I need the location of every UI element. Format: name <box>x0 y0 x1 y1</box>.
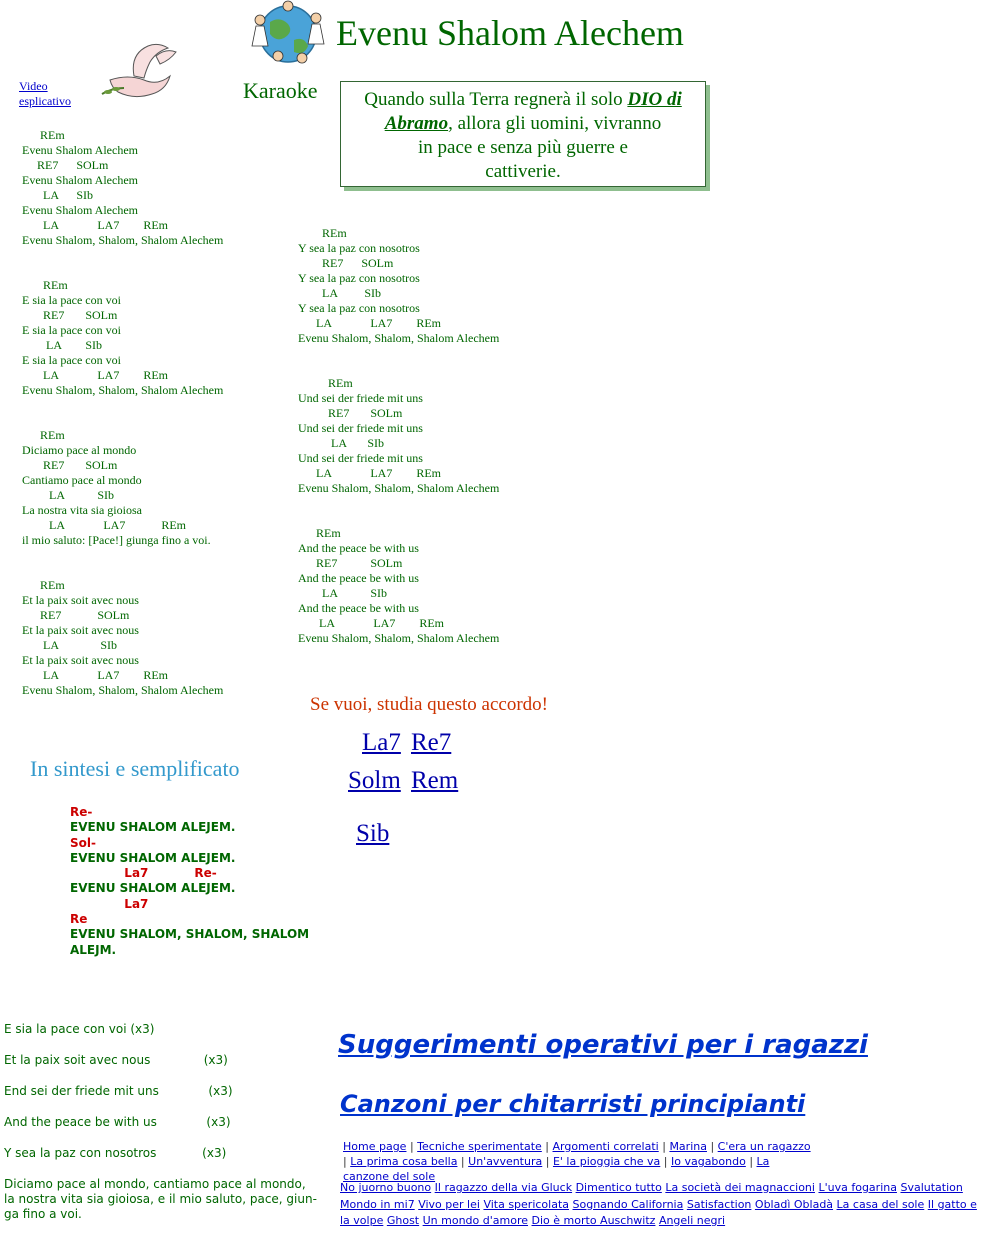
recap-paragraph: Diciamo pace al mondo, cantiamo pace al … <box>4 1177 317 1221</box>
chord-line: La7 <box>70 896 149 911</box>
chord-link-la7[interactable]: La7 <box>362 729 401 756</box>
sintesi-heading: In sintesi e semplificato <box>30 756 240 781</box>
chord-link-re7[interactable]: Re7 <box>411 729 452 756</box>
lyric-line: EVENU SHALOM ALEJEM. <box>70 881 236 896</box>
nav-link[interactable]: Il gatto e la volpe <box>340 1197 977 1228</box>
recap-line-5: Y sea la paz con nosotros (x3) <box>4 1146 227 1160</box>
recap-line-2: Et la paix soit avec nous (x3) <box>4 1053 228 1067</box>
lyric-line: EVENU SHALOM, SHALOM, SHALOM <box>70 927 310 942</box>
video-link-line2: esplicativo <box>19 94 71 108</box>
nav-separator: | <box>457 1155 469 1168</box>
globe-children-icon <box>251 0 325 64</box>
nav-link[interactable]: Mondo in mi7 <box>340 1197 415 1211</box>
nav-link[interactable]: Angeli negri <box>658 1214 726 1227</box>
recap-line-3: End sei der friede mit uns (x3) <box>4 1084 233 1098</box>
nav-separator: | <box>343 1155 351 1168</box>
nav-link[interactable]: Sognando California <box>572 1197 684 1211</box>
recap-line-1: E sia la pace con voi (x3) <box>4 1022 155 1036</box>
chord-line: La7 Re- <box>70 866 217 881</box>
nav-separator: | <box>406 1140 418 1153</box>
lyrics-block-6: REm Und sei der friede mit uns RE7 SOLm … <box>298 376 500 495</box>
nav-separator: | <box>706 1140 718 1153</box>
nav-link[interactable]: Home page <box>343 1140 407 1153</box>
nav-link[interactable]: La società dei magnaccioni <box>665 1181 815 1194</box>
dove-icon <box>101 43 177 98</box>
lyric-line: ALEJM. <box>70 942 117 957</box>
nav-link[interactable]: E' la pioggia che va <box>552 1155 661 1168</box>
lyrics-block-4: REm Et la paix soit avec nous RE7 SOLm E… <box>22 578 224 697</box>
quote-box: Quando sulla Terra regnerà il solo DIO d… <box>340 81 706 187</box>
nav-link[interactable]: C'era un ragazzo <box>717 1140 811 1153</box>
chord-link-solm[interactable]: Solm <box>348 767 401 794</box>
quote-text-3: in pace e senza più guerre e <box>418 137 628 158</box>
nav-link[interactable]: Dimentico tutto <box>575 1181 662 1194</box>
quote-text-1: Quando sulla Terra regnerà il solo <box>364 89 628 110</box>
nav-link[interactable]: Marina <box>669 1140 707 1153</box>
nav-link[interactable]: Svalutation <box>900 1181 963 1194</box>
nav-link[interactable]: Obladì Obladà <box>754 1197 834 1211</box>
lyrics-block-2: REm E sia la pace con voi RE7 SOLm E sia… <box>22 278 224 397</box>
studia-heading: Se vuoi, studia questo accordo! <box>310 694 548 715</box>
quote-text-4: cattiverie. <box>485 161 561 182</box>
video-link[interactable]: Video esplicativo <box>19 79 71 109</box>
nav-link[interactable]: Il ragazzo della via Gluck <box>434 1181 573 1194</box>
karaoke-label: Karaoke <box>243 78 318 103</box>
nav-separator: | <box>745 1155 757 1168</box>
nav-separator: | <box>660 1155 671 1168</box>
lyric-line: EVENU SHALOM ALEJEM. <box>70 820 236 835</box>
nav-link[interactable]: Vita spericolata <box>483 1197 570 1211</box>
simplified-lyrics: Re-EVENU SHALOM ALEJEM.Sol-EVENU SHALOM … <box>70 805 309 958</box>
chord-line: Re <box>70 912 88 927</box>
chord-line: Sol- <box>70 835 96 850</box>
nav-link[interactable]: Un'avventura <box>468 1155 543 1168</box>
lyrics-block-5: REm Y sea la paz con nosotros RE7 SOLm Y… <box>298 226 500 345</box>
suggerimenti-link[interactable]: Suggerimenti operativi per i ragazzi <box>338 1030 868 1060</box>
nav-link[interactable]: La casa del sole <box>836 1197 925 1211</box>
nav-separator: | <box>542 1155 553 1168</box>
chord-line: Re- <box>70 805 93 819</box>
recap-line-4: And the peace be with us (x3) <box>4 1115 231 1129</box>
quote-dio: DIO di <box>627 89 682 110</box>
page-title: Evenu Shalom Alechem <box>336 13 684 53</box>
quote-abramo: Abramo <box>384 113 449 134</box>
canzoni-link[interactable]: Canzoni per chitarristi principianti <box>340 1090 806 1118</box>
nav-links-1: Home page | Tecniche sperimentate | Argo… <box>343 1139 813 1184</box>
nav-links-2: No juorno buono Il ragazzo della via Glu… <box>340 1180 980 1230</box>
nav-link[interactable]: Argomenti correlati <box>552 1140 659 1153</box>
nav-link[interactable]: Io vagabondo <box>670 1155 746 1168</box>
nav-link[interactable]: L'uva fogarina <box>818 1181 897 1194</box>
chord-link-rem[interactable]: Rem <box>411 767 459 794</box>
nav-link[interactable]: Ghost <box>386 1214 420 1227</box>
nav-link[interactable]: Un mondo d'amore <box>422 1214 529 1227</box>
nav-separator: | <box>541 1140 553 1153</box>
lyrics-block-3: REm Diciamo pace al mondo RE7 SOLm Canti… <box>22 428 211 547</box>
quote-text-2: , allora gli uomini, vivranno <box>448 113 662 134</box>
nav-link[interactable]: No juorno buono <box>340 1181 432 1194</box>
nav-link[interactable]: La canzone del sole <box>343 1155 770 1183</box>
nav-separator: | <box>658 1140 670 1153</box>
nav-link[interactable]: Dio è morto Auschwitz <box>531 1214 656 1227</box>
lyrics-block-1: REm Evenu Shalom Alechem RE7 SOLm Evenu … <box>22 128 224 247</box>
chord-link-sib[interactable]: Sib <box>356 820 390 847</box>
nav-link[interactable]: Vivo per lei <box>418 1197 480 1211</box>
lyric-line: EVENU SHALOM ALEJEM. <box>70 850 236 865</box>
lyrics-block-7: REm And the peace be with us RE7 SOLm An… <box>298 526 500 645</box>
nav-link[interactable]: La prima cosa bella <box>350 1155 458 1168</box>
video-link-line1: Video <box>19 79 48 93</box>
nav-link[interactable]: Satisfaction <box>686 1197 752 1211</box>
nav-link[interactable]: Tecniche sperimentate <box>417 1140 542 1153</box>
